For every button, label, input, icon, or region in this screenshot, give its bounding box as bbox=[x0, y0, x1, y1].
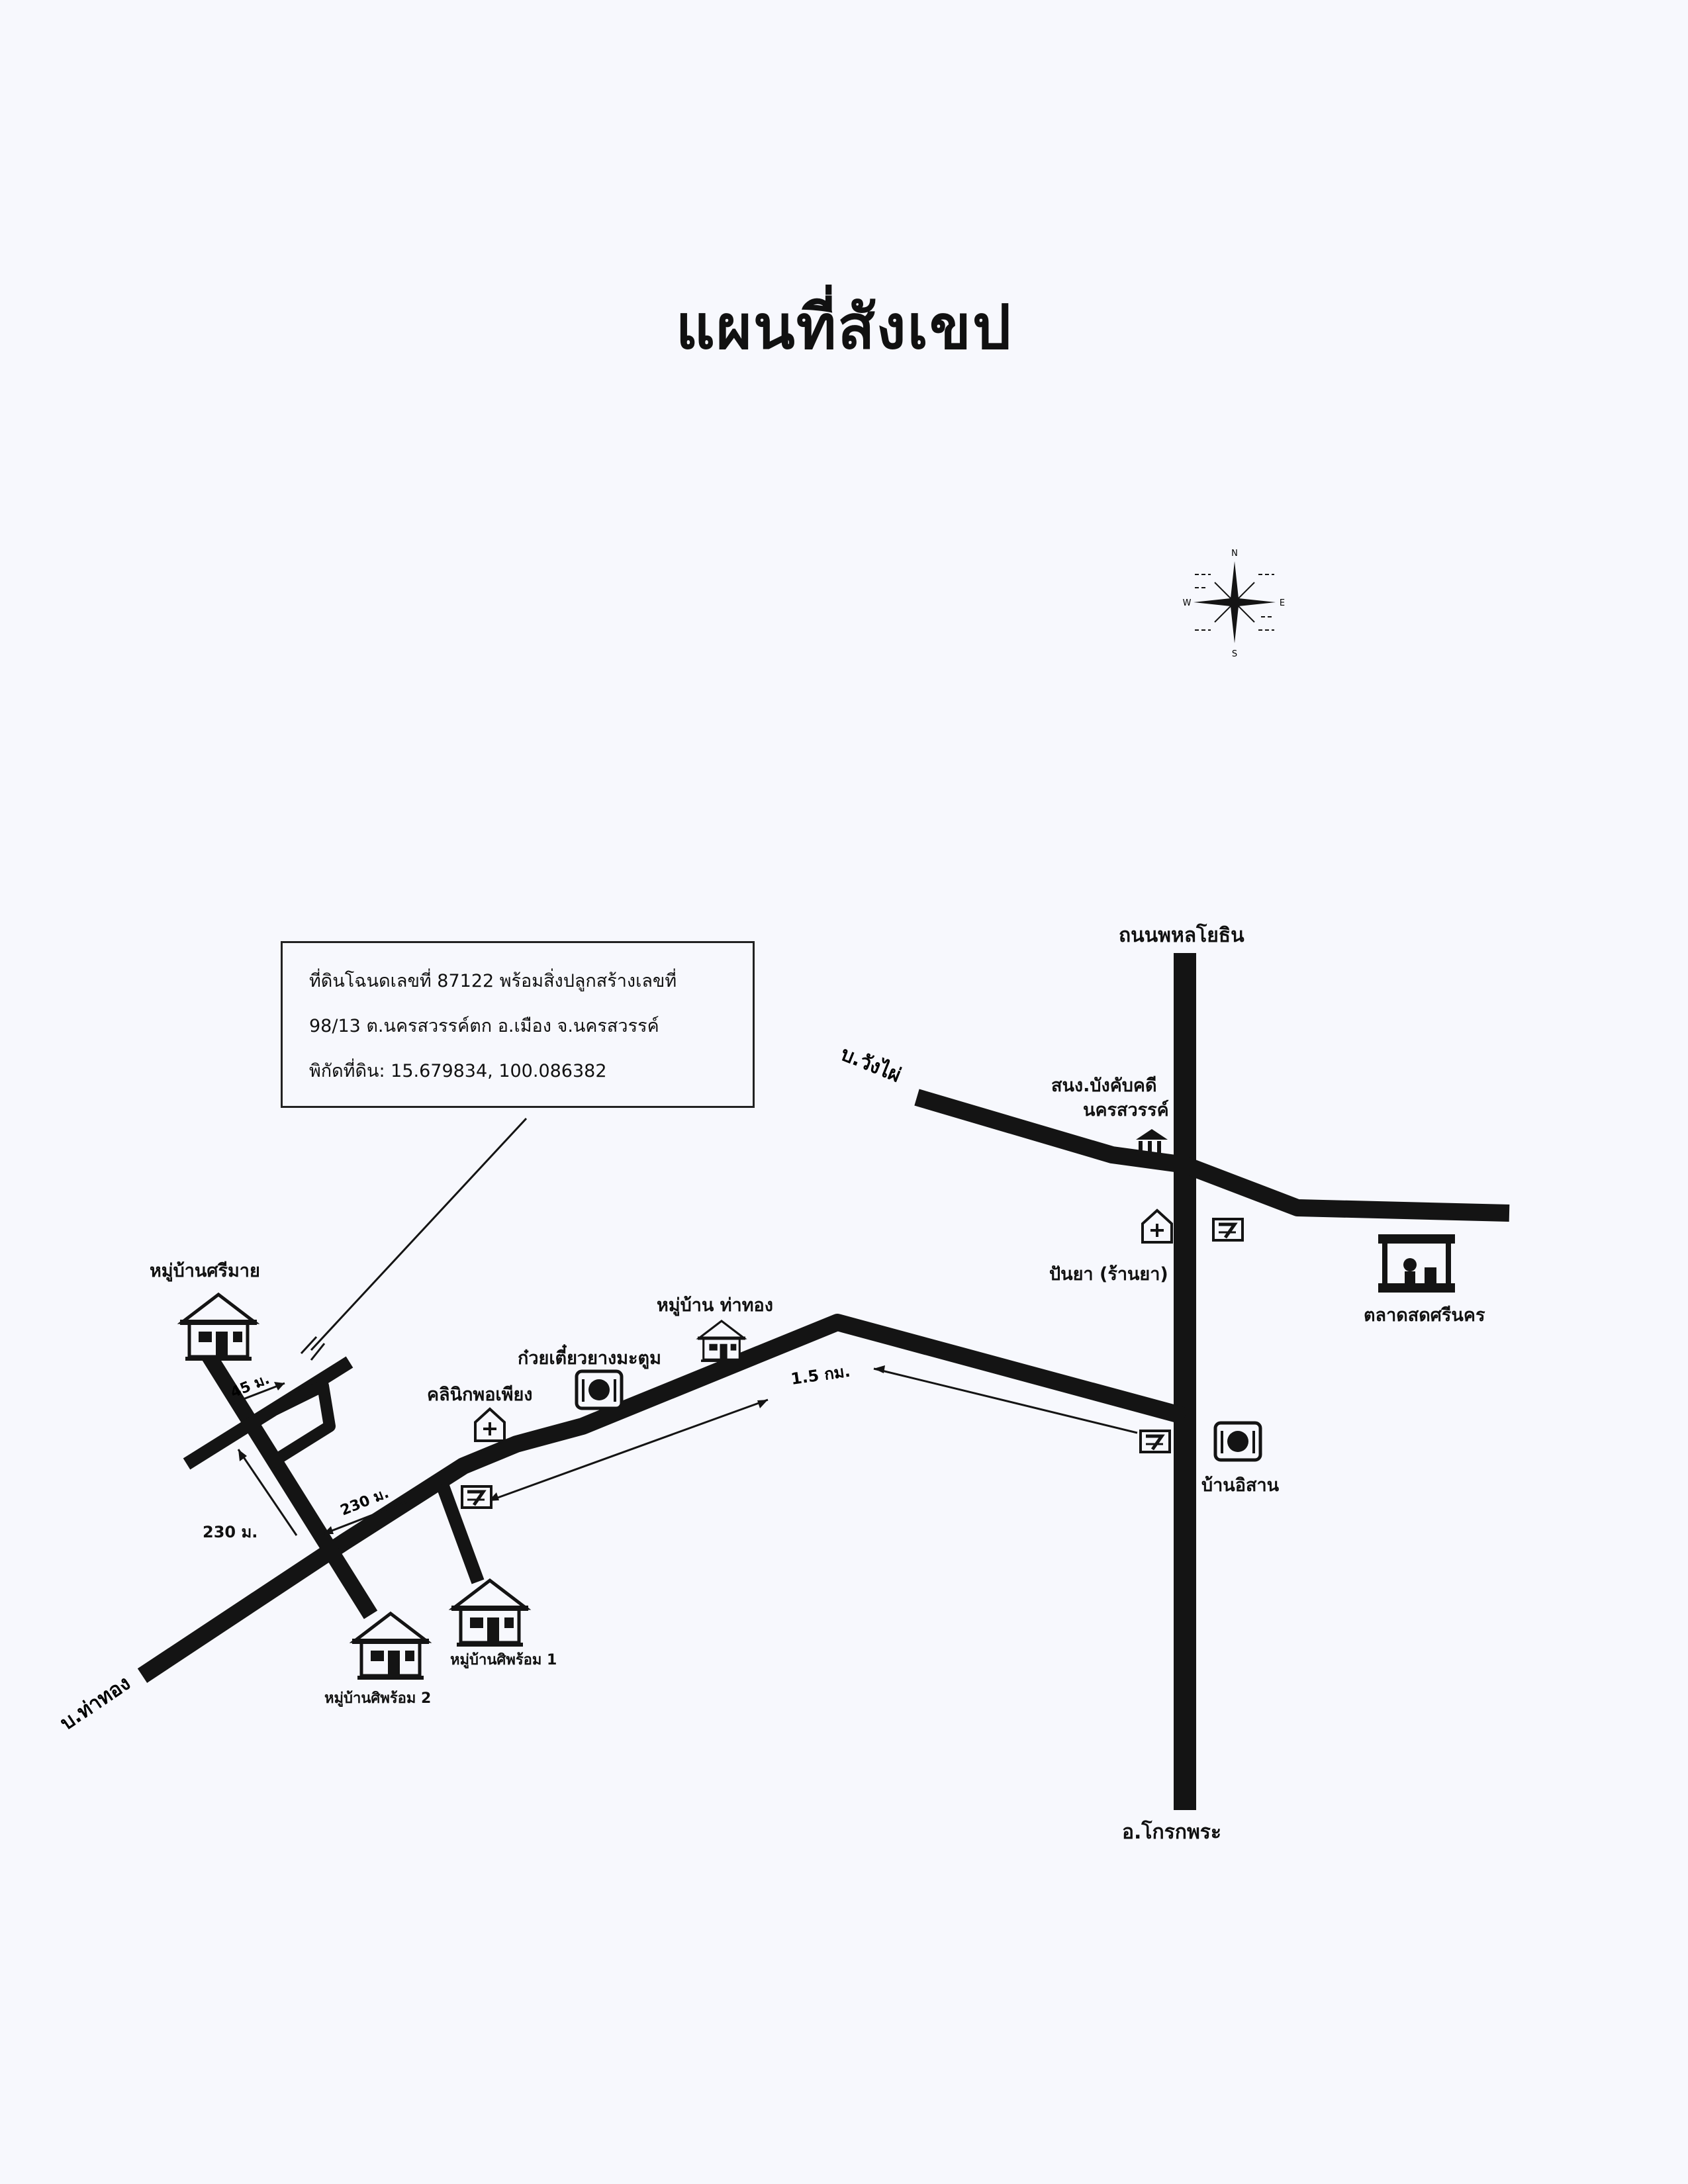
label-krok-phra: อ.โกรกพระ bbox=[1122, 1821, 1221, 1844]
label-village-srimai: หมู่บ้านศรีมาย bbox=[150, 1261, 260, 1281]
house-icon bbox=[180, 1295, 257, 1361]
label-village-thathong: หมู่บ้าน ท่าทอง bbox=[657, 1295, 773, 1316]
soi-srimai-cross bbox=[183, 1356, 353, 1470]
compass-icon: N S E W bbox=[1183, 549, 1286, 659]
arrow-230m-road bbox=[322, 1498, 414, 1535]
plate-cutlery-icon bbox=[577, 1371, 622, 1408]
soi-target-spur bbox=[268, 1380, 336, 1468]
label-legal-office-line1: สนง.บังคับคดี bbox=[1051, 1075, 1157, 1096]
compass-w-label: W bbox=[1183, 598, 1192, 608]
label-fresh-market: ตลาดสดศรีนคร bbox=[1364, 1305, 1485, 1326]
arrow-230m-vertical bbox=[237, 1449, 298, 1536]
soi-siphrom-1 bbox=[436, 1482, 485, 1584]
market-stall-icon bbox=[1378, 1234, 1455, 1293]
label-wang-phai-end: บ.วังไผ่ bbox=[837, 1042, 904, 1087]
house-icon bbox=[696, 1320, 747, 1363]
plate-cutlery-icon bbox=[1215, 1423, 1260, 1460]
label-clinic: คลินิกพอเพียง bbox=[427, 1385, 533, 1405]
label-village-siphrom-1: หมู่บ้านศิพร้อม 1 bbox=[450, 1652, 557, 1668]
medical-cross-icon bbox=[474, 1408, 506, 1442]
road-wang-phai bbox=[914, 1089, 1510, 1222]
label-legal-office-line2: นครสวรรค์ bbox=[1083, 1100, 1169, 1120]
road-tha-thong bbox=[137, 1314, 1188, 1683]
house-icon bbox=[352, 1614, 429, 1680]
compass-s-label: S bbox=[1232, 649, 1237, 659]
label-distance-1-5km: 1.5 กม. bbox=[790, 1362, 851, 1388]
label-phahonyothin-road: ถนนพหลโยธิน bbox=[1119, 924, 1244, 947]
label-pharmacy: ปันยา (ร้านยา) bbox=[1049, 1264, 1168, 1285]
government-building-icon bbox=[1135, 1129, 1169, 1160]
label-village-siphrom-2: หมู่บ้านศิพร้อม 2 bbox=[324, 1690, 432, 1707]
property-address-line: 98/13 ต.นครสวรรค์ตก อ.เมือง จ.นครสวรรค์ bbox=[309, 1016, 659, 1036]
arrow-1-5km-east bbox=[873, 1365, 1138, 1434]
soi-srimai bbox=[201, 1351, 378, 1619]
label-tha-thong-end: บ.ท่าทอง bbox=[56, 1672, 135, 1735]
compass-n-label: N bbox=[1231, 549, 1238, 559]
house-icon bbox=[451, 1580, 528, 1647]
info-pointer-line bbox=[310, 1117, 528, 1351]
property-deed-line: ที่ดินโฉนดเลขที่ 87122 พร้อมสิ่งปลูกสร้า… bbox=[309, 971, 677, 991]
convenience-store-icon bbox=[462, 1486, 491, 1508]
convenience-store-icon bbox=[1213, 1219, 1243, 1240]
arrow-45m bbox=[232, 1382, 285, 1404]
convenience-store-icon bbox=[1141, 1431, 1170, 1452]
compass-e-label: E bbox=[1280, 598, 1285, 608]
medical-cross-icon bbox=[1141, 1209, 1173, 1244]
property-info-box: ที่ดินโฉนดเลขที่ 87122 พร้อมสิ่งปลูกสร้า… bbox=[281, 941, 755, 1108]
property-coordinates-line: พิกัดที่ดิน: 15.679834, 100.086382 bbox=[309, 1061, 607, 1081]
label-noodle-shop: ก๋วยเตี๋ยวยางมะตูม bbox=[518, 1348, 661, 1369]
page-title: แผนที่สังเขป bbox=[675, 292, 1013, 363]
label-distance-230m-soi: 230 ม. bbox=[203, 1523, 258, 1541]
label-restaurant-isan: บ้านอิสาน bbox=[1201, 1475, 1280, 1496]
